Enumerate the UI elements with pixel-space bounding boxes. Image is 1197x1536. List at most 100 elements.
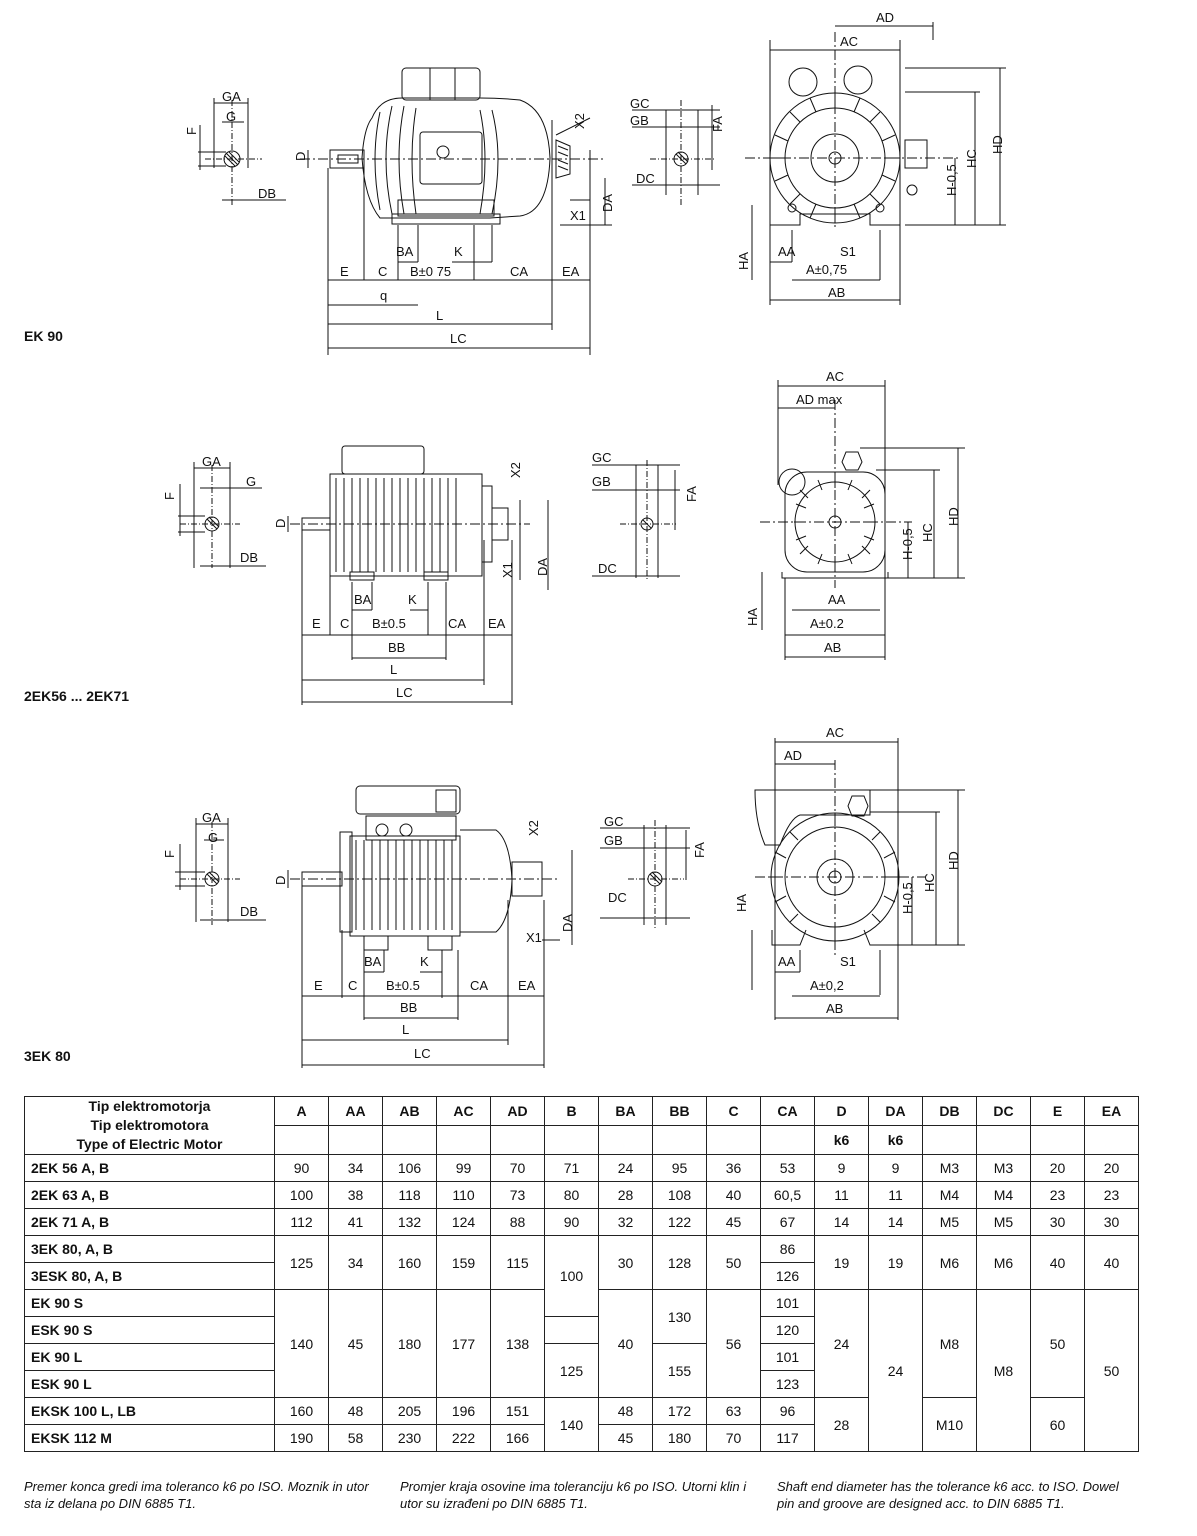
table-cell: 28	[814, 1397, 869, 1452]
label-g: G	[226, 109, 236, 124]
col-header: EA	[1084, 1096, 1139, 1126]
table-cell: 30	[1030, 1208, 1085, 1236]
label-s1: S1	[840, 244, 856, 259]
subheader-cell	[760, 1125, 815, 1155]
table-cell: 180	[382, 1289, 437, 1398]
table-cell: 118	[382, 1181, 437, 1209]
ek56-motor-side-view	[287, 445, 549, 705]
label-f: F	[162, 850, 177, 858]
subheader-cell	[436, 1125, 491, 1155]
label-ab: AB	[824, 640, 841, 655]
label-bb: BB	[400, 1000, 417, 1015]
label-a: A±0,75	[806, 262, 847, 277]
table-cell: 230	[382, 1424, 437, 1452]
table-cell: 41	[328, 1208, 383, 1236]
table-header-row: Tip elektromotorja Tip elektromotora Typ…	[24, 1096, 1139, 1155]
subheader-cell	[1084, 1125, 1139, 1155]
label-fa: FA	[710, 116, 725, 132]
type-header-line-1: Tip elektromotorja	[88, 1098, 211, 1114]
table-cell: 115	[490, 1235, 545, 1290]
table-cell: 151	[490, 1397, 545, 1425]
label-ea: EA	[518, 978, 536, 993]
table-cell: 180	[652, 1424, 707, 1452]
label-e: E	[314, 978, 323, 993]
table-cell: 30	[598, 1235, 653, 1290]
table-cell: 45	[706, 1208, 761, 1236]
table-cell: 50	[706, 1235, 761, 1290]
label-hc: HC	[964, 149, 979, 168]
note-slovenian: Premer konca gredi ima toleranco k6 po I…	[24, 1479, 369, 1511]
col-header: AA	[328, 1096, 383, 1126]
ek90-dimension-labels: GA G F DB D BA K E C B±0 75 CA EA q L LC…	[184, 10, 1005, 346]
subheader-cell	[922, 1125, 977, 1155]
table-cell: 112	[274, 1208, 329, 1236]
label-gb: GB	[604, 833, 623, 848]
label-b: B±0.5	[372, 616, 406, 631]
table-cell: 125	[544, 1343, 599, 1398]
table-cell: M5	[976, 1208, 1031, 1236]
label-c: C	[340, 616, 349, 631]
table-cell: 45	[328, 1289, 383, 1398]
col-header: D	[814, 1096, 869, 1126]
motor-type-cell: EKSK 100 L, LB	[24, 1397, 275, 1425]
label-d: D	[273, 519, 288, 528]
motor-type-cell: 3EK 80, A, B	[24, 1235, 275, 1263]
subheader-cell	[598, 1125, 653, 1155]
label-ad: AD	[876, 10, 894, 25]
type-header: Tip elektromotorja Tip elektromotora Typ…	[24, 1096, 275, 1155]
label-ab: AB	[826, 1001, 843, 1016]
label-a: A±0,2	[810, 978, 844, 993]
table-cell: 48	[598, 1397, 653, 1425]
table-cell: 138	[490, 1289, 545, 1398]
table-cell: 196	[436, 1397, 491, 1425]
ek56-shaft-section	[178, 462, 266, 568]
label-gc: GC	[604, 814, 624, 829]
motor-type-cell: 2EK 56 A, B	[24, 1154, 275, 1182]
section-label-ek56: 2EK56 ... 2EK71	[24, 688, 130, 704]
table-cell: 155	[652, 1343, 707, 1398]
label-x1: X1	[570, 208, 586, 223]
ek90-motor-side-view	[300, 67, 612, 355]
label-ca: CA	[510, 264, 528, 279]
table-cell: 40	[598, 1289, 653, 1398]
table-cell: 23	[1084, 1181, 1139, 1209]
subheader-cell	[706, 1125, 761, 1155]
table-cell: 177	[436, 1289, 491, 1398]
table-cell: 140	[544, 1397, 599, 1452]
label-ba: BA	[364, 954, 382, 969]
subheader-cell	[544, 1125, 599, 1155]
table-cell: 166	[490, 1424, 545, 1452]
label-gb: GB	[630, 113, 649, 128]
subheader-cell	[382, 1125, 437, 1155]
label-l: L	[390, 662, 397, 677]
label-gc: GC	[630, 96, 650, 111]
table-cell: 34	[328, 1154, 383, 1182]
table-cell: 126	[760, 1262, 815, 1290]
table-cell: 86	[760, 1235, 815, 1263]
col-header: BB	[652, 1096, 707, 1126]
table-cell: 190	[274, 1424, 329, 1452]
label-da: DA	[600, 194, 615, 212]
label-ha: HA	[745, 608, 760, 626]
label-l: L	[402, 1022, 409, 1037]
label-d: D	[293, 152, 308, 161]
label-c: C	[348, 978, 357, 993]
subheader-cell: k6	[814, 1125, 869, 1155]
ek80-key-section	[600, 820, 690, 930]
label-fa: FA	[684, 486, 699, 502]
table-cell: 90	[544, 1208, 599, 1236]
label-ea: EA	[488, 616, 506, 631]
table-cell: 19	[814, 1235, 869, 1290]
col-header: C	[706, 1096, 761, 1126]
table-cell: 36	[706, 1154, 761, 1182]
label-ab: AB	[828, 285, 845, 300]
label-ad: AD	[784, 748, 802, 763]
label-g: G	[246, 474, 256, 489]
table-cell: M8	[922, 1289, 977, 1398]
label-db: DB	[258, 186, 276, 201]
ek90-shaft-section	[198, 98, 286, 205]
table-cell: 30	[1084, 1208, 1139, 1236]
table-cell: M10	[922, 1397, 977, 1452]
